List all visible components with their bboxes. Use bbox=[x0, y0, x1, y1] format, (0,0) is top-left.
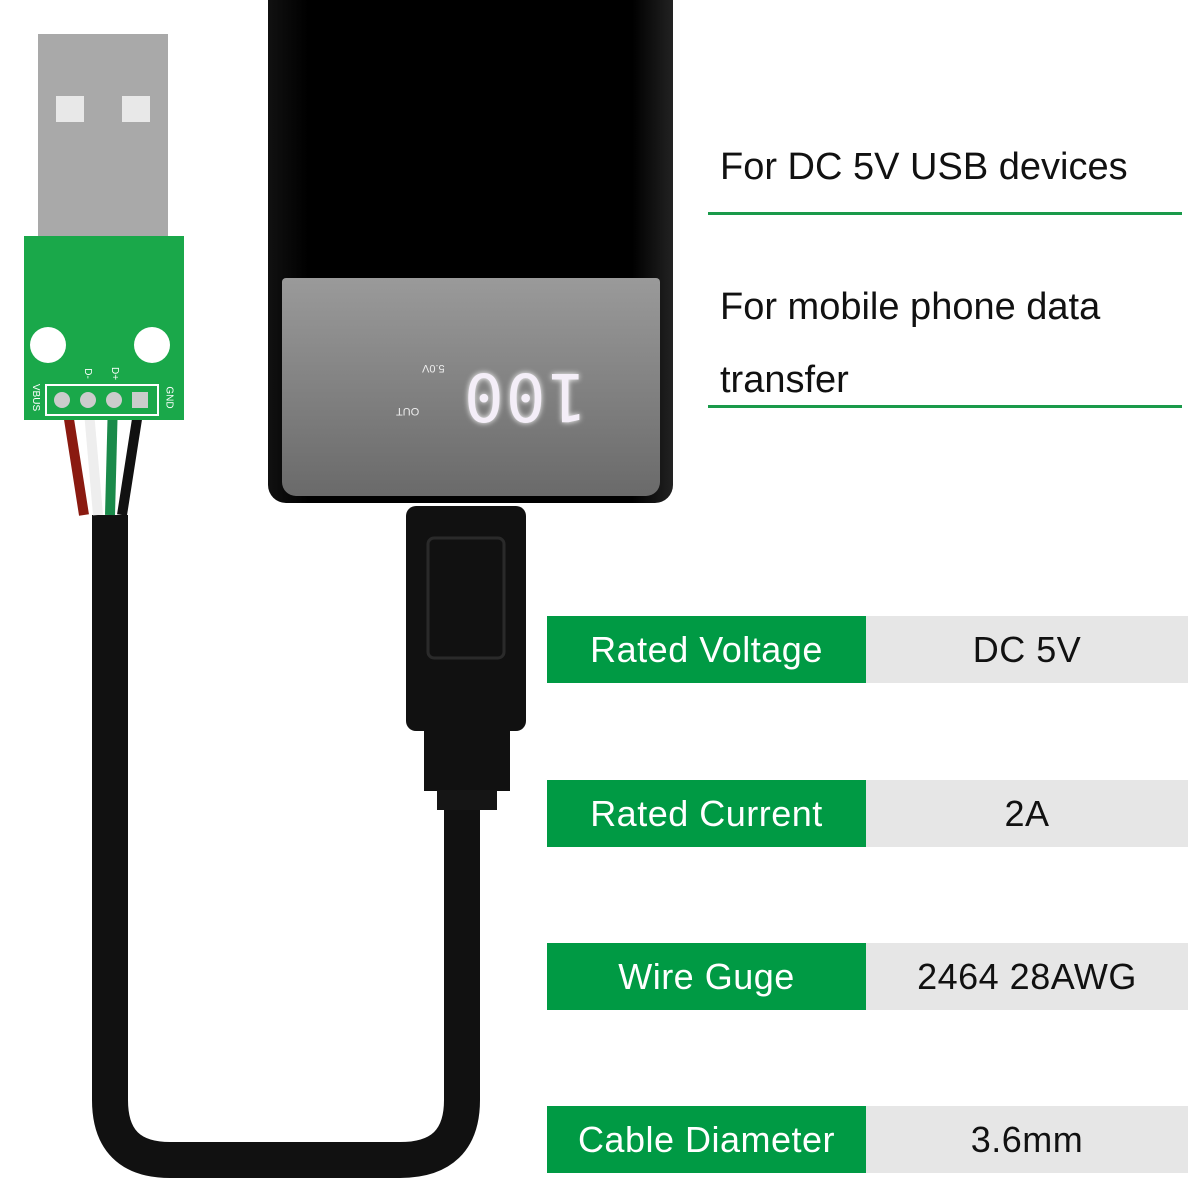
spec-row-diameter: Cable Diameter 3.6mm bbox=[547, 1106, 1188, 1173]
feature-divider bbox=[708, 212, 1182, 215]
product-illustration: VBUS D- D+ GND 100 5.0V OUT bbox=[24, 0, 673, 1178]
feature-1: For DC 5V USB devices bbox=[720, 146, 1128, 188]
pcb-pin-dplus: D+ bbox=[109, 366, 121, 381]
pcb-pin-gnd: GND bbox=[163, 386, 175, 409]
spec-row-wire-gauge: Wire Guge 2464 28AWG bbox=[547, 943, 1188, 1010]
feature-2: For mobile phone data transfer bbox=[720, 286, 1101, 401]
spec-row-current: Rated Current 2A bbox=[547, 780, 1188, 847]
feature-divider bbox=[708, 405, 1182, 408]
spec-value: 2A bbox=[866, 780, 1188, 847]
pcb-pin-vbus: VBUS bbox=[30, 383, 42, 412]
spec-value: DC 5V bbox=[866, 616, 1188, 683]
port-label: OUT bbox=[396, 405, 420, 417]
spec-value: 3.6mm bbox=[866, 1106, 1188, 1173]
power-bank-display: 100 bbox=[462, 358, 588, 435]
voltage-label: 5.0V bbox=[422, 362, 445, 374]
spec-label: Wire Guge bbox=[547, 943, 866, 1010]
spec-value: 2464 28AWG bbox=[866, 943, 1188, 1010]
usb-cable-drawing bbox=[24, 34, 526, 1178]
pcb-pin-dminus: D- bbox=[81, 368, 93, 379]
power-bank-face bbox=[282, 278, 660, 496]
spec-row-voltage: Rated Voltage DC 5V bbox=[547, 616, 1188, 683]
spec-label: Rated Current bbox=[547, 780, 866, 847]
spec-label: Cable Diameter bbox=[547, 1106, 866, 1173]
spec-label: Rated Voltage bbox=[547, 616, 866, 683]
